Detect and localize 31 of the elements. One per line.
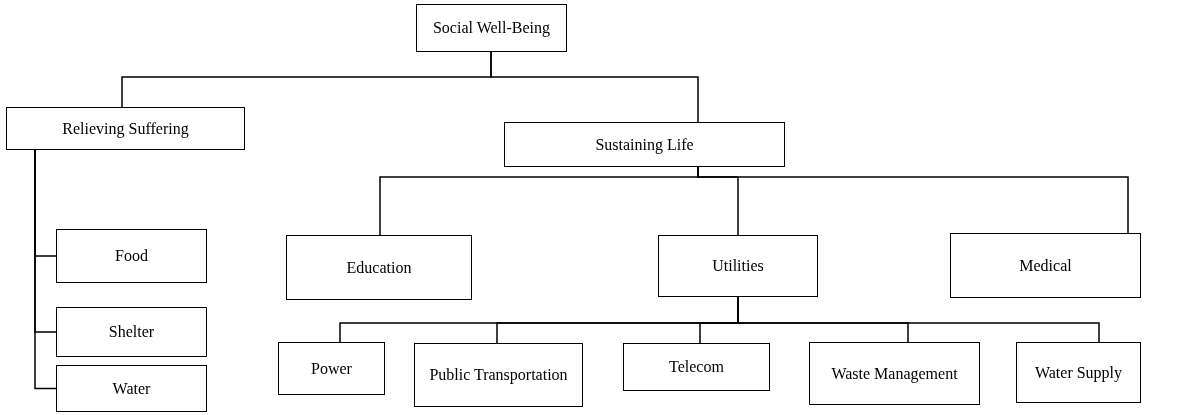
box-label: Waste Management	[831, 363, 958, 384]
connector-line	[34, 149, 57, 390]
process-box	[1016, 342, 1141, 403]
connector-line	[697, 166, 1129, 234]
box-label: Medical	[1019, 255, 1072, 276]
process-box	[658, 235, 818, 297]
process-box	[414, 343, 583, 407]
box-label: Power	[311, 358, 352, 379]
box-label: Food	[115, 246, 148, 266]
box-label: Relieving Suffering	[62, 118, 189, 139]
box-label: Water	[112, 378, 151, 399]
box-label: Sustaining Life	[595, 134, 694, 155]
box-label: Utilities	[712, 256, 764, 276]
process-box	[809, 342, 980, 405]
box-label: Water Supply	[1034, 362, 1123, 383]
process-box	[56, 365, 207, 412]
process-box	[623, 343, 770, 391]
box-label: Shelter	[108, 322, 155, 342]
process-box	[416, 4, 567, 52]
process-box	[56, 229, 207, 283]
process-box	[278, 342, 385, 395]
box-label: Public Transportation	[429, 365, 568, 385]
process-box	[286, 235, 472, 300]
process-box	[56, 307, 207, 357]
process-box	[6, 107, 245, 150]
box-label: Social Well-Being	[432, 18, 551, 38]
box-label: Education	[346, 257, 412, 278]
box-label: Telecom	[669, 357, 724, 377]
process-box	[950, 233, 1141, 298]
process-box	[504, 122, 785, 167]
connector-line	[490, 51, 699, 123]
